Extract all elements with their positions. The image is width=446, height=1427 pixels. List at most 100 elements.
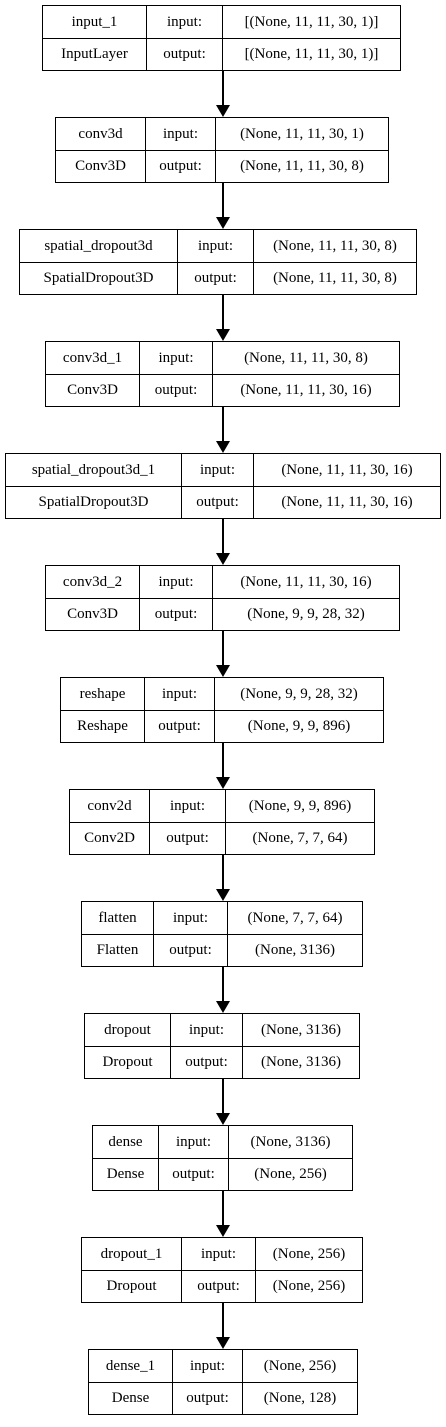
output-shape: (None, 256) <box>254 1165 327 1182</box>
layer-name: dense_1 <box>89 1350 173 1382</box>
flow-arrow <box>216 407 230 453</box>
input-shape: (None, 7, 7, 64) <box>247 909 343 926</box>
output-shape: (None, 256) <box>272 1277 346 1294</box>
layer-name: conv3d <box>56 118 146 150</box>
layer-type: Conv3D <box>56 150 146 182</box>
output-label: output: <box>145 710 215 742</box>
layer-type: Conv2D <box>70 822 150 854</box>
layer-type: Flatten <box>82 934 154 966</box>
flow-arrow <box>216 855 230 901</box>
flow-arrow <box>216 743 230 789</box>
input-label: input: <box>140 342 213 374</box>
layer-type: Dense <box>89 1382 173 1414</box>
output-label: output: <box>182 486 254 518</box>
output-shape: (None, 3136) <box>255 941 335 958</box>
layer-type: SpatialDropout3D <box>20 262 178 294</box>
input-label: input: <box>171 1014 243 1046</box>
input-label: input: <box>154 902 228 934</box>
flow-arrow <box>216 1079 230 1125</box>
output-label: output: <box>140 598 213 630</box>
input-label: input: <box>159 1126 229 1158</box>
input-shape: (None, 9, 9, 896) <box>248 797 352 814</box>
input-label: input: <box>182 454 254 486</box>
flow-arrow <box>216 631 230 677</box>
input-label: input: <box>173 1350 243 1382</box>
input-label: input: <box>147 6 223 38</box>
output-shape: (None, 7, 7, 64) <box>252 829 348 846</box>
layer-name: conv3d_1 <box>46 342 140 374</box>
input-shape: (None, 11, 11, 30, 8) <box>244 349 368 366</box>
layer-name: spatial_dropout3d <box>20 230 178 262</box>
output-label: output: <box>140 374 213 406</box>
output-shape: (None, 9, 9, 896) <box>247 717 351 734</box>
flow-arrow <box>216 71 230 117</box>
output-shape: (None, 11, 11, 30, 8) <box>240 157 364 174</box>
input-shape: (None, 11, 11, 30, 16) <box>281 461 413 478</box>
input-label: input: <box>145 678 215 710</box>
layer-type: Dropout <box>85 1046 171 1078</box>
input-shape: (None, 11, 11, 30, 16) <box>240 573 372 590</box>
layer-type: SpatialDropout3D <box>6 486 182 518</box>
input-shape: (None, 256) <box>272 1245 346 1262</box>
flow-arrow <box>216 1191 230 1237</box>
flow-arrow <box>216 183 230 229</box>
input-label: input: <box>182 1238 256 1270</box>
output-label: output: <box>159 1158 229 1190</box>
layer-name: spatial_dropout3d_1 <box>6 454 182 486</box>
input-label: input: <box>146 118 216 150</box>
input-label: input: <box>150 790 226 822</box>
input-label: input: <box>178 230 254 262</box>
input-label: input: <box>140 566 213 598</box>
flow-arrow <box>216 519 230 565</box>
flow-arrow <box>216 295 230 341</box>
layer-name: conv3d_2 <box>46 566 140 598</box>
output-label: output: <box>147 38 223 70</box>
input-shape: (None, 256) <box>263 1357 337 1374</box>
output-shape: (None, 11, 11, 30, 8) <box>273 269 397 286</box>
output-shape: (None, 3136) <box>261 1053 341 1070</box>
output-label: output: <box>171 1046 243 1078</box>
flow-arrow <box>216 1303 230 1349</box>
output-label: output: <box>146 150 216 182</box>
layer-name: dropout <box>85 1014 171 1046</box>
layer-name: conv2d <box>70 790 150 822</box>
output-label: output: <box>154 934 228 966</box>
layer-name: reshape <box>61 678 145 710</box>
input-shape: (None, 9, 9, 28, 32) <box>240 685 358 702</box>
output-shape: (None, 9, 9, 28, 32) <box>247 605 365 622</box>
layer-type: Dropout <box>82 1270 182 1302</box>
input-shape: (None, 3136) <box>261 1021 341 1038</box>
